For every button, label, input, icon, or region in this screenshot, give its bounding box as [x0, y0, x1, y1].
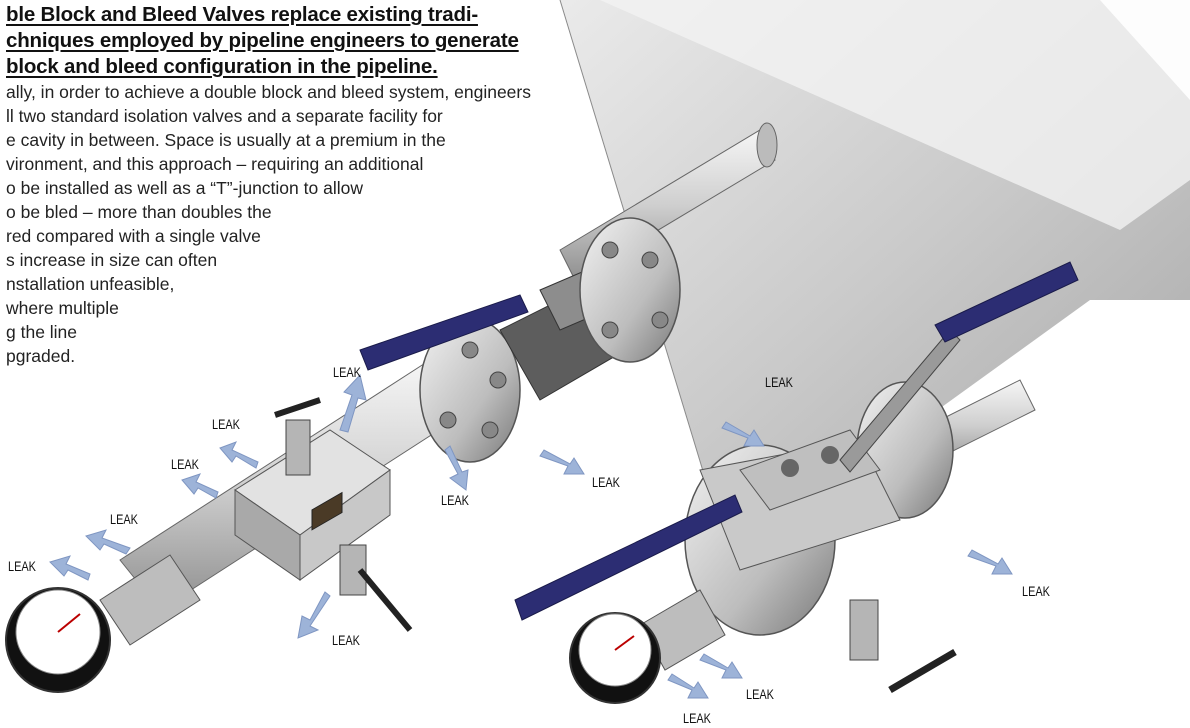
main-pipeline — [559, 0, 1190, 561]
heading-line: ble Block and Bleed Valves replace exist… — [6, 3, 478, 26]
leak-label: LEAK — [1022, 583, 1050, 599]
body-line: o be bled – more than doubles the — [6, 202, 272, 222]
body-line: pgraded. — [6, 346, 76, 366]
leak-label: LEAK — [592, 474, 620, 490]
leak-arrow — [539, 449, 585, 475]
body-line: e cavity in between. Space is usually at… — [6, 130, 446, 150]
leak-label: LEAK — [171, 456, 199, 472]
body-line: ll two standard isolation valves and a s… — [6, 106, 443, 126]
leak-arrow — [339, 373, 367, 433]
leak-arrow — [667, 673, 709, 699]
leak-arrow — [967, 549, 1013, 575]
body-line: ally, in order to achieve a double block… — [6, 82, 531, 102]
leak-label: LEAK — [332, 632, 360, 648]
leak-arrow — [699, 653, 743, 679]
leak-label: LEAK — [8, 558, 36, 574]
leak-label: LEAK — [683, 710, 711, 726]
leak-arrows — [49, 373, 1013, 699]
leak-label: LEAK — [441, 492, 469, 508]
leak-arrow — [219, 441, 259, 469]
leak-label: LEAK — [212, 416, 240, 432]
leak-label: LEAK — [746, 686, 774, 702]
body-paragraph: ally, in order to achieve a double block… — [6, 80, 531, 368]
leak-arrow — [721, 421, 765, 447]
dbb-valve-assembly — [514, 261, 1079, 704]
body-line: where multiple — [6, 298, 119, 318]
body-line: o be installed as well as a “T”-junction… — [6, 178, 363, 198]
leak-arrow — [181, 473, 219, 499]
body-line: vironment, and this approach – requiring… — [6, 154, 424, 174]
section-heading: ble Block and Bleed Valves replace exist… — [6, 2, 566, 80]
body-line: s increase in size can often — [6, 250, 218, 270]
body-line: nstallation unfeasible, — [6, 274, 175, 294]
leak-label: LEAK — [333, 364, 361, 380]
heading-line: chniques employed by pipeline engineers … — [6, 29, 519, 52]
leak-label: LEAK — [110, 511, 138, 527]
conventional-assembly — [5, 122, 778, 693]
heading-line: block and bleed configuration in the pip… — [6, 55, 438, 78]
body-line: red compared with a single valve — [6, 226, 261, 246]
leak-arrow — [297, 591, 331, 639]
leak-arrow — [444, 445, 469, 491]
leak-arrow — [85, 529, 131, 555]
leak-label: LEAK — [765, 374, 793, 390]
leak-arrow — [49, 555, 91, 581]
body-line: g the line — [6, 322, 78, 342]
